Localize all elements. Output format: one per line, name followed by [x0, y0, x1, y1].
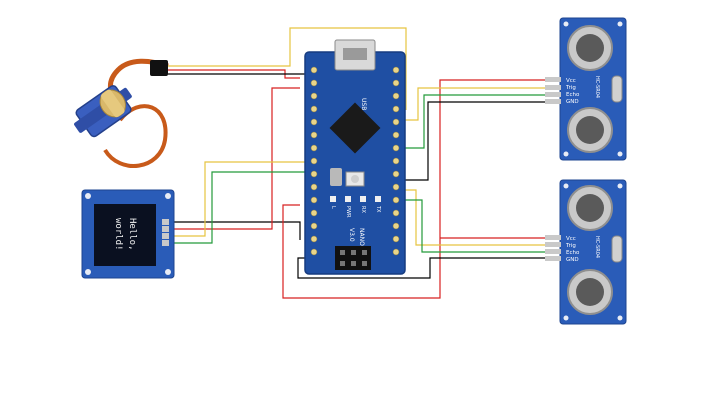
oled-hole-br: [165, 269, 171, 275]
us-bottom-pin-gnd: GND: [566, 257, 579, 263]
us-top-pin-gnd: GND: [566, 99, 579, 105]
ultrasonic-sensor-top: Vcc Trig Echo GND HC-SR04: [545, 17, 627, 161]
oled-text-line1: Hello,: [127, 218, 137, 251]
nano-pins-right: [392, 66, 400, 256]
oled-hole-bl: [85, 269, 91, 275]
us-bottom-pin-vcc: Vcc: [566, 236, 576, 242]
oled-hole-tr: [165, 193, 171, 199]
us-bottom-pins: [545, 235, 561, 261]
wire-bus-red: [282, 79, 545, 299]
led-label-l: L: [330, 206, 336, 209]
wire-us1-gnd: [400, 101, 545, 181]
wire-oled-sda: [170, 171, 312, 244]
us-top-pin-trig: Trig: [565, 85, 576, 91]
icsp-header: [335, 246, 371, 270]
board-version: V3.0: [348, 228, 355, 242]
wire-bus-black: [297, 257, 545, 279]
led-label-pwr: PWR: [345, 206, 351, 218]
nano-pins-left: [310, 66, 318, 256]
crystal: [330, 168, 342, 186]
oled-display: Hello, world!: [81, 189, 175, 279]
servo-cable-loop: [103, 104, 168, 168]
wires: [168, 27, 545, 299]
servo-horn-arm: [101, 89, 125, 118]
us-bottom-model: HC-SR04: [594, 236, 600, 258]
us-top-pin-vcc: Vcc: [566, 78, 576, 84]
us-bottom-pin-trig: Trig: [565, 243, 576, 249]
us-bottom-crystal: [611, 235, 623, 263]
wire-oled-vcc: [170, 87, 300, 230]
led-label-tx: TX: [375, 205, 381, 213]
wire-servo-orange: [168, 27, 407, 110]
wire-us2-trig: [400, 189, 545, 246]
status-leds: TX RX PWR L: [330, 196, 381, 218]
us-top-model: HC-SR04: [594, 76, 600, 98]
us-top-crystal: [611, 75, 623, 103]
oled-screen: [94, 204, 156, 266]
board-name: NANO: [358, 228, 365, 246]
us-bottom-pin-echo: Echo: [566, 250, 580, 256]
wire-oled-scl: [170, 161, 312, 237]
oled-hole-tl: [85, 193, 91, 199]
oled-text-line2: world!: [113, 218, 123, 251]
oled-header-pins: [162, 219, 169, 246]
us-top-pins: [545, 77, 561, 104]
servo-connector: [150, 60, 168, 76]
wire-us2-echo: [400, 199, 545, 253]
wire-us1-trig: [400, 87, 545, 121]
arduino-nano: USB TX R: [304, 39, 406, 275]
led-label-rx: RX: [360, 206, 366, 213]
us-top-pin-echo: Echo: [566, 92, 580, 98]
servo-motor: [74, 58, 169, 168]
wire-oled-gnd: [170, 221, 301, 240]
usb-label: USB: [360, 98, 367, 110]
wire-us1-echo: [400, 94, 545, 149]
ultrasonic-sensor-bottom: Vcc Trig Echo GND HC-SR04: [545, 179, 627, 325]
